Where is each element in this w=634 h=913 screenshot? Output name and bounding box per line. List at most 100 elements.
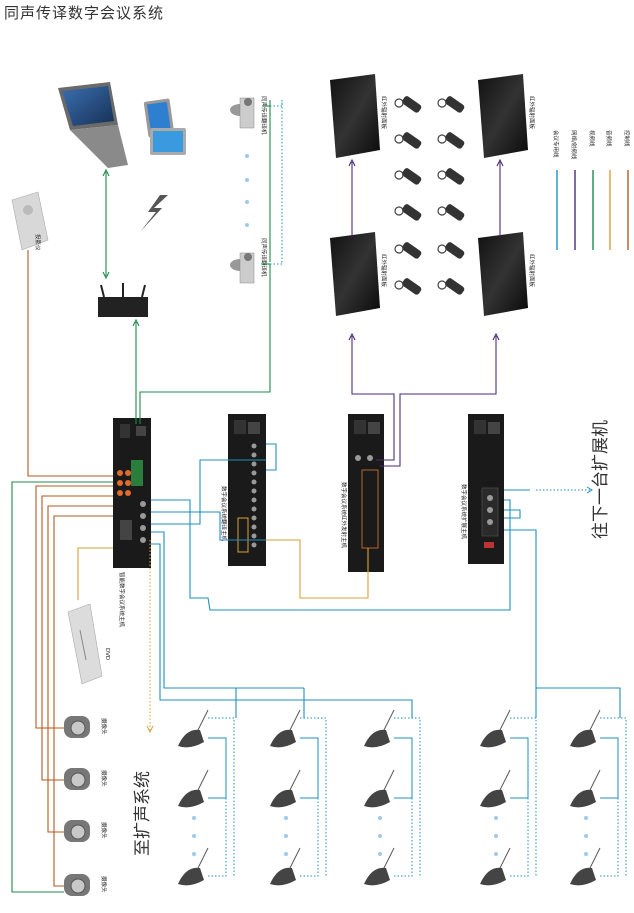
ir-host-label: 数字会议系统红外发射主机	[340, 482, 348, 549]
delegate-mic-icon	[270, 769, 301, 808]
ir-receiver-icon	[437, 96, 465, 113]
mic-return-wire	[300, 717, 327, 876]
mic-continuation-dot	[192, 834, 196, 838]
ir-receiver-icon	[394, 132, 422, 149]
ir-receiver-icon	[394, 204, 422, 221]
mic-continuation-dot	[494, 834, 498, 838]
main-controller-host	[113, 418, 151, 568]
camera-control-wire	[35, 485, 113, 729]
port-icon	[251, 542, 257, 548]
mic-continuation-dot	[192, 816, 196, 820]
delegate-mic-icon	[178, 769, 209, 808]
camera-icon	[64, 768, 90, 790]
legend-label: 视频线	[588, 130, 596, 147]
legend: 会议专用线网络/射频线视频线音频线控制线	[552, 130, 631, 250]
legend-label: 音频线	[605, 130, 613, 147]
delegate-mic-icon	[364, 769, 395, 808]
ir-radiator-label: 红外辐射面板	[528, 254, 536, 288]
continuation-lines	[149, 100, 590, 730]
next-extension-label: 往下一台扩展机	[591, 420, 611, 539]
port-icon	[251, 506, 257, 512]
dvd-player-icon	[67, 603, 103, 685]
projector-label: 投影仪	[34, 234, 42, 251]
mic-trunk-wire	[151, 543, 413, 718]
port-icon	[251, 443, 257, 449]
mic-chain-wire-dotted	[300, 798, 319, 877]
camera-control-wire	[41, 495, 113, 781]
mic-continuation-dot	[494, 816, 498, 820]
delegate-mic-icon	[570, 847, 601, 886]
next-ext-arrow	[586, 486, 593, 494]
port-icon	[251, 533, 257, 539]
port-icon	[251, 479, 257, 485]
port-icon	[251, 515, 257, 521]
dvd-label: DVD	[104, 648, 110, 660]
ir-receiver-icon	[437, 242, 465, 259]
delegate-mic-icon	[178, 709, 209, 748]
interp-unit-icon	[230, 252, 255, 284]
ir-receiver-icon	[437, 278, 465, 295]
mic-continuation-dot	[378, 852, 382, 856]
projector-icon	[11, 191, 49, 251]
mic-chain-wire-dotted	[394, 798, 413, 877]
wireless-icon	[140, 195, 168, 232]
extension-host-label: 数字会议系统扩展主机	[460, 484, 468, 540]
ir-radiator-panel	[478, 74, 528, 158]
port-icon	[251, 452, 257, 458]
tablet-icon	[143, 98, 186, 155]
mic-continuation-dot	[192, 852, 196, 856]
ir-receiver-grid	[394, 96, 465, 295]
ir-receiver-icon	[437, 204, 465, 221]
mic-chain-wire	[208, 737, 227, 799]
interp-host-ports	[251, 443, 257, 548]
mic-continuation-dot	[584, 834, 588, 838]
port-icon	[251, 497, 257, 503]
interp-host-label: 数字会议系统翻译主机	[220, 486, 228, 542]
mic-trunk-wire	[504, 529, 621, 718]
delegate-mic-icon	[570, 769, 601, 808]
ir-radiator-label: 红外辐射面板	[528, 96, 536, 130]
delegate-mic-icon	[480, 847, 511, 886]
mic-continuation-dot	[284, 816, 288, 820]
camera-label: 摄像头	[100, 876, 108, 893]
delegate-mic-group	[151, 529, 627, 886]
page-title: 同声传译数字会议系统	[4, 4, 165, 22]
mic-continuation-dot	[494, 852, 498, 856]
delegate-mic-icon	[480, 769, 511, 808]
camera-icon	[64, 716, 90, 738]
ir-radiator-label: 红外辐射面板	[380, 96, 388, 130]
ir-receiver-icon	[394, 278, 422, 295]
mic-chain-wire-dotted	[208, 798, 227, 877]
ir-radiator-panel	[330, 74, 380, 158]
ir-radiator-panel	[330, 232, 380, 316]
legend-label: 会议专用线	[552, 130, 560, 158]
ir-receiver-icon	[394, 96, 422, 113]
mic-chain-wire	[600, 737, 619, 799]
delegate-mic-icon	[270, 847, 301, 886]
delegate-mic-icon	[178, 847, 209, 886]
ir-receiver-icon	[394, 242, 422, 259]
interp-unit-icon	[230, 97, 255, 129]
delegate-mic-icon	[364, 847, 395, 886]
extension-host	[468, 414, 504, 564]
interp-continuation-dots	[245, 154, 249, 227]
mic-continuation-dot	[584, 816, 588, 820]
interp-unit-label-bottom: 同声传译翻译机	[260, 238, 268, 277]
ir-radiator-panel	[478, 232, 528, 316]
camera-video-wire	[11, 481, 113, 893]
camera-icon	[64, 874, 90, 896]
to-pa-system-label: 至扩声系统	[133, 771, 153, 856]
wiring	[27, 100, 530, 611]
mic-continuation-dot	[584, 852, 588, 856]
mic-chain-wire-dotted	[600, 798, 619, 877]
mic-continuation-dot	[378, 816, 382, 820]
mic-chain-wire	[300, 737, 319, 799]
interp-host	[228, 414, 266, 566]
delegate-mic-icon	[270, 709, 301, 748]
ir-receiver-icon	[394, 168, 422, 185]
camera-control-wire	[53, 515, 113, 887]
legend-label: 网络/射频线	[570, 130, 578, 160]
laptop-icon	[58, 82, 128, 168]
delegate-mic-icon	[364, 709, 395, 748]
